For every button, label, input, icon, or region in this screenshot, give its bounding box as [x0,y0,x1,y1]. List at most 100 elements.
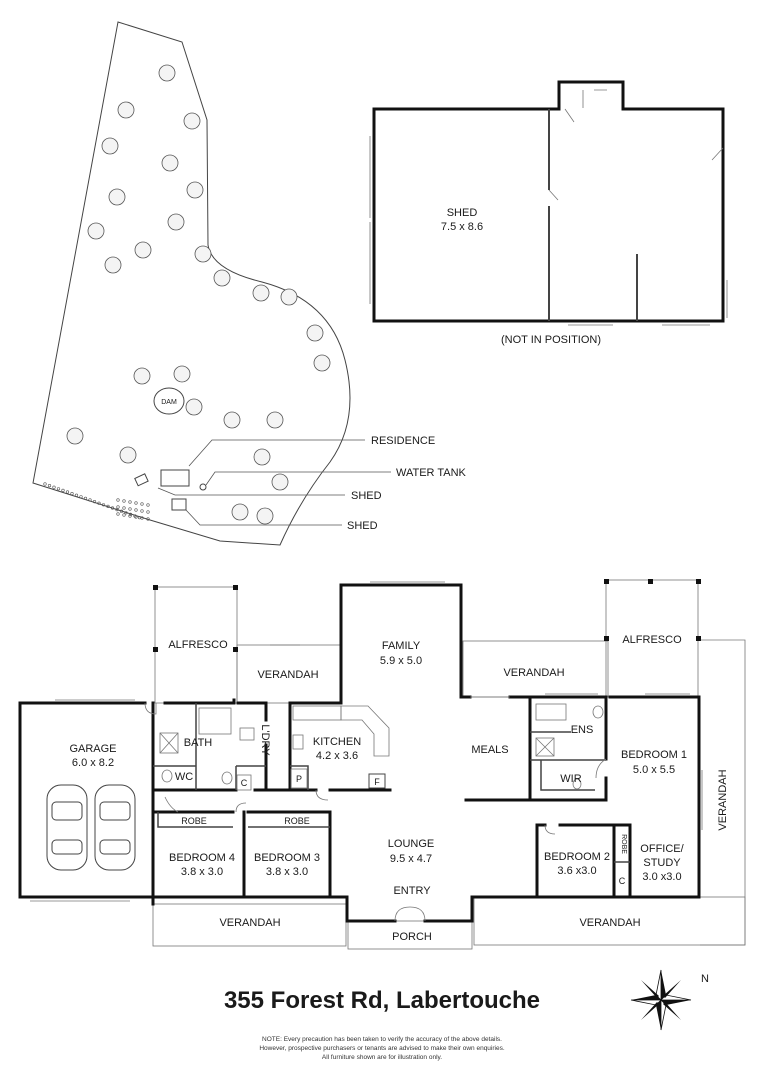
driveway-dot [56,487,61,491]
driveway-dot [140,516,144,520]
robe-bed2-name: ROBE [620,834,627,854]
shed-label: SHED [447,207,478,219]
driveway-dot [88,498,92,502]
shed-not-in-position-note: (NOT IN POSITION) [501,334,601,346]
bedroom3-size: 3.8 x 3.0 [266,866,308,878]
tree-icon [223,411,241,429]
dam-label: DAM [161,399,177,406]
floor-plan: GARAGE 6.0 x 8.2 ALFRESCO VERANDAH BATH … [18,579,746,950]
driveway-dot [134,501,138,505]
driveway-dot [128,500,132,504]
trees-group [66,64,331,525]
post [604,636,609,641]
alfresco-right-name: ALFRESCO [622,634,682,646]
toilet [161,769,173,783]
pantry-name: P [296,774,302,784]
laundry-tub [239,727,255,741]
water-tank-label: WATER TANK [396,467,467,479]
robe-bed3-name: ROBE [284,816,310,826]
driveway-dot [92,500,97,504]
bathtub [198,707,232,735]
compass-north-label: N [701,973,709,985]
cooktop [292,734,304,750]
tree-icon [66,427,84,445]
tree-icon [252,284,270,302]
driveway-dot [47,484,52,488]
leader-shed-2 [185,509,342,526]
fixtures [159,703,604,790]
kitchen-bench [292,705,342,721]
driveway-dot [140,509,144,513]
interior-partitions [153,703,630,863]
site-shed-1 [134,473,149,487]
driveway-dot [74,493,79,497]
tree-icon [256,507,274,525]
site-buildings [134,469,207,511]
shed-interior-wall [548,109,638,321]
driveway-dot [122,513,126,517]
driveway-dot [128,507,132,511]
driveway-dots [43,482,150,521]
driveway-dot [124,511,128,515]
ensuite-shower [535,737,555,757]
door-bed2 [544,824,556,835]
garage-cars [46,784,136,871]
site-leaders [157,439,391,526]
shed-door-left [564,89,607,123]
lounge-size: 9.5 x 4.7 [390,853,432,865]
tree-icon [134,241,152,259]
entry-name: ENTRY [393,885,431,897]
toilet [221,771,233,785]
leader-shed-1 [157,487,345,496]
property-address: 355 Forest Rd, Labertouche [223,987,541,1014]
driveway-dot [70,492,74,496]
disclaimer-line: All furniture shown are for illustration… [321,1054,443,1061]
post [233,585,238,590]
driveway-dot [52,485,56,489]
driveway-dot [97,501,101,505]
kitchen-size: 4.2 x 3.6 [316,750,358,762]
driveway-dot [146,510,150,514]
laundry-name: L'DRY [259,724,271,756]
shed-size: 7.5 x 8.6 [441,221,483,233]
ensuite-bath [535,703,567,721]
bedroom3-name: BEDROOM 3 [254,852,320,864]
site-plan: DAM RESIDENCE WATER TANK SHED SHED [32,21,467,546]
tree-icon [119,446,137,464]
wir-name: WIR [560,773,581,785]
pantry-box [290,768,308,789]
robe-bed4-name: ROBE [181,816,207,826]
post [696,636,701,641]
disclaimer-line: However, prospective purchasers or tenan… [259,1045,505,1052]
shed-door-inner [548,189,559,201]
driveway-dot [61,488,65,493]
driveway-dot [65,490,70,494]
tree-icon [194,245,212,263]
cupboard-c1-box [236,774,252,791]
bath-name: BATH [184,737,213,749]
door-bed4 [164,796,179,813]
verandah-bottom-left-outline [152,903,347,947]
post [648,579,653,584]
tree-icon [280,288,298,306]
dam-outline [153,387,185,415]
tree-icon [313,354,331,372]
tree-icon [183,112,201,130]
porch-name: PORCH [392,931,432,943]
driveway-dot [128,514,132,518]
leader-residence [188,439,365,467]
bedroom1-size: 5.0 x 5.5 [633,764,675,776]
tree-icon [108,188,126,206]
driveway-dot [140,502,144,506]
disclaimer-line: NOTE: Every precaution has been taken to… [262,1036,502,1043]
fridge-name: F [374,777,380,787]
fridge-box [368,773,386,789]
driveway-dot [110,506,115,510]
bedroom4-name: BEDROOM 4 [169,852,235,864]
post [153,585,158,590]
door-bedroom1 [595,758,607,779]
wc-name: WC [175,771,193,783]
toilet [592,705,604,719]
driveway-dot [43,482,47,486]
door-garage [144,702,157,715]
